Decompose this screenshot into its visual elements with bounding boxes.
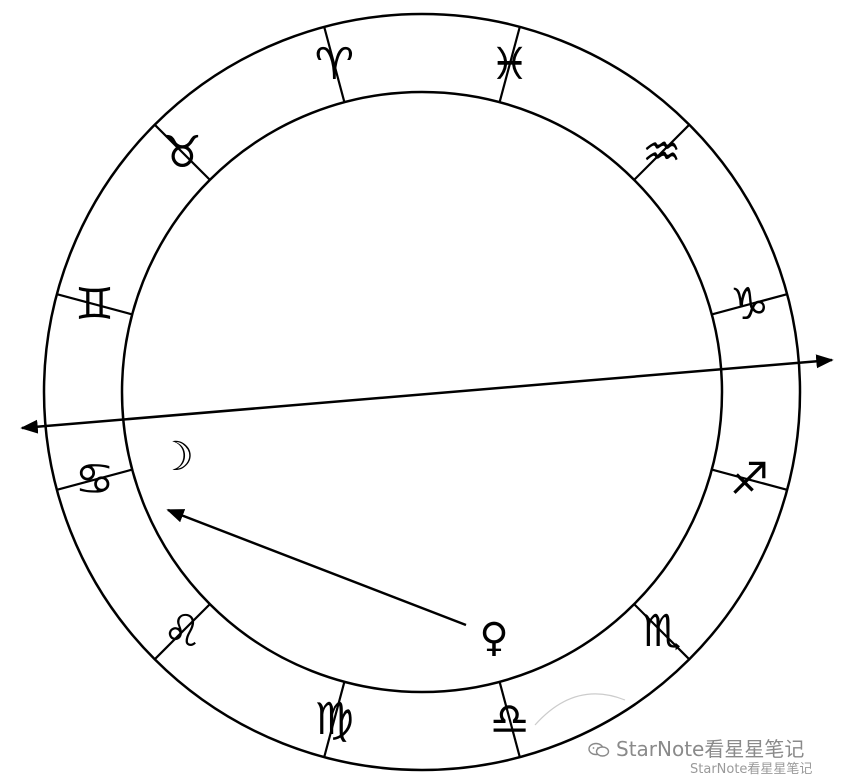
venus-glyph: ♀︎ (479, 615, 508, 661)
moon-glyph: ☽︎ (158, 434, 194, 480)
sign-divider-7 (498, 681, 521, 758)
sign-divider-10 (56, 468, 133, 491)
watermark-main-text: StarNote看星星笔记 (616, 737, 805, 761)
scorpio-glyph: ♏︎ (642, 606, 681, 657)
pisces-glyph: ♓︎ (490, 39, 529, 90)
sagittarius-glyph: ♐︎ (730, 454, 769, 505)
sign-divider-8 (323, 681, 346, 758)
leo-glyph: ♌︎ (163, 606, 202, 657)
taurus-glyph: ♉︎ (163, 127, 202, 178)
libra-glyph: ♎︎ (490, 694, 529, 745)
capricorn-glyph: ♑︎ (730, 279, 769, 330)
sign-divider-2 (498, 26, 521, 103)
aries-glyph: ♈︎ (315, 39, 354, 90)
sign-divider-1 (323, 26, 346, 103)
inner-ring (120, 90, 724, 694)
sign-divider-4 (711, 293, 788, 316)
wechat-icon (588, 742, 610, 757)
watermark-sub-text: StarNote看星星笔记 (690, 762, 813, 777)
cancer-glyph: ♋︎ (75, 454, 114, 505)
watermark-main: StarNote看星星笔记 (588, 733, 804, 762)
watermark-arc (534, 693, 626, 726)
virgo-glyph: ♍︎ (315, 694, 354, 745)
sign-divider-3 (633, 123, 691, 181)
aquarius-glyph: ♒︎ (642, 127, 681, 178)
venus-pointer-arrow (166, 508, 467, 627)
watermark-sub: StarNote看星星笔记 (690, 758, 812, 777)
sign-glyphs: ♈︎ ♓︎ ♒︎ ♑︎ ♐︎ ♏︎ ♎︎ ♍︎ ♌︎ ♋︎ ♊︎ ♉︎ (75, 39, 769, 745)
sign-dividers (56, 26, 788, 758)
sign-divider-9 (153, 603, 211, 661)
sign-divider-5 (711, 468, 788, 491)
gemini-glyph: ♊︎ (75, 279, 114, 330)
sign-divider-12 (153, 123, 211, 181)
sign-divider-6 (633, 603, 691, 661)
horizon-axis-arrow (20, 354, 834, 434)
sign-divider-11 (56, 293, 133, 316)
